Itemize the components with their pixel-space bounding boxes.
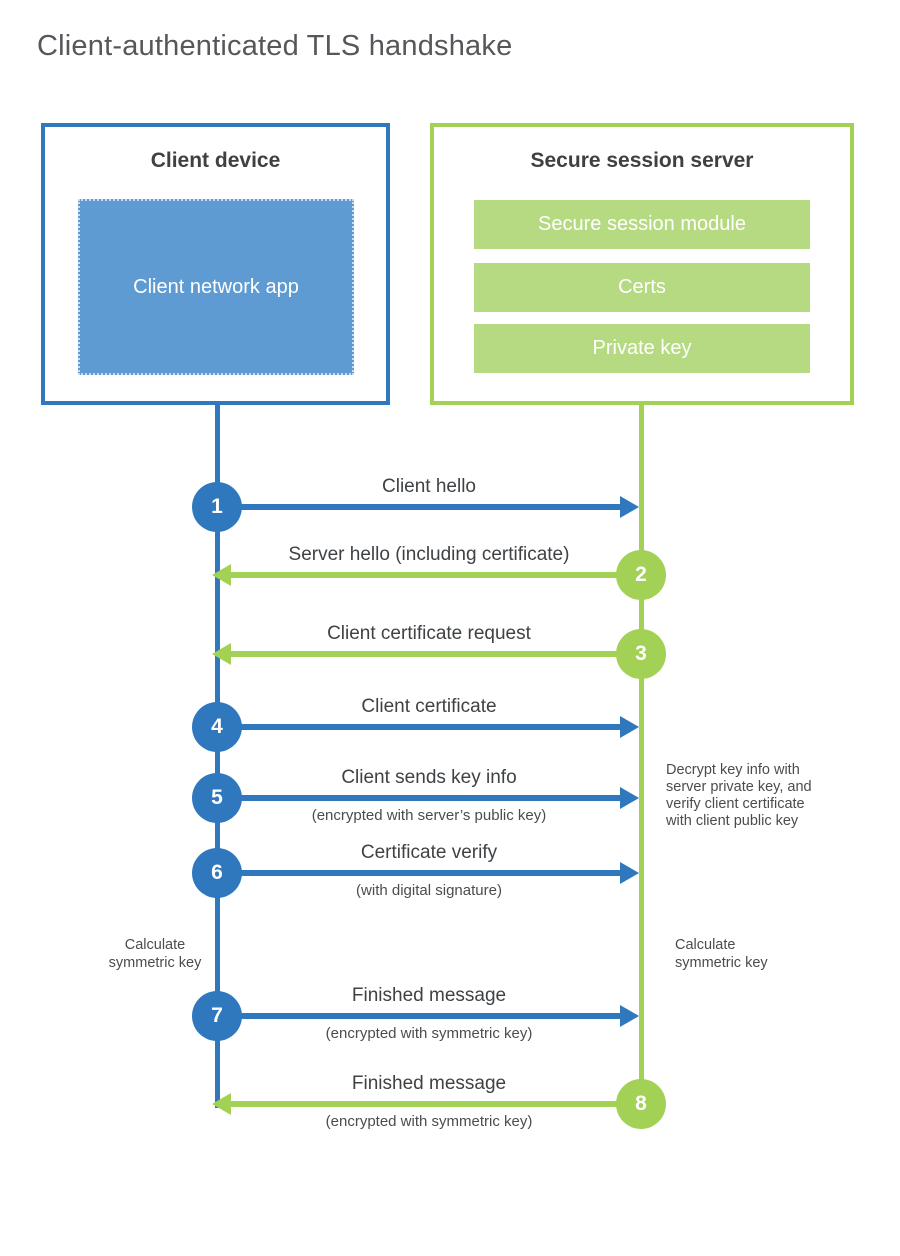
step-8-arrowhead — [212, 1093, 231, 1115]
server-title: Secure session server — [530, 149, 754, 172]
step-8-sublabel: (encrypted with symmetric key) — [325, 1113, 533, 1130]
page-title: Client-authenticated TLS handshake — [37, 30, 513, 62]
step-8-arrow — [230, 1101, 641, 1107]
step-2-label: Server hello (including certificate) — [288, 544, 570, 565]
client-device-title: Client device — [150, 149, 281, 172]
step-4-arrow — [217, 724, 620, 730]
server-lifeline — [639, 405, 644, 1104]
step-3-badge: 3 — [616, 629, 666, 679]
step-6-arrow — [217, 870, 620, 876]
step-7-badge: 7 — [192, 991, 242, 1041]
step-5-arrow — [217, 795, 620, 801]
step-6-arrowhead — [620, 862, 639, 884]
step-6-sublabel: (with digital signature) — [356, 882, 502, 899]
step-7-label: Finished message — [351, 985, 507, 1006]
step-2-arrow — [230, 572, 641, 578]
step-5-sublabel: (encrypted with server’s public key) — [311, 807, 547, 824]
step-1-label: Client hello — [382, 476, 476, 497]
step-3-label: Client certificate request — [327, 623, 531, 644]
step-5-badge: 5 — [192, 773, 242, 823]
step-2-arrowhead — [212, 564, 231, 586]
step-1-badge: 1 — [192, 482, 242, 532]
server-module-private-key: Private key — [474, 324, 810, 373]
decrypt-note: Decrypt key info with server private key… — [666, 762, 812, 829]
step-8-label: Finished message — [351, 1073, 507, 1094]
step-7-sublabel: (encrypted with symmetric key) — [325, 1025, 533, 1042]
step-1-arrowhead — [620, 496, 639, 518]
step-4-badge: 4 — [192, 702, 242, 752]
step-1-arrow — [217, 504, 620, 510]
calc-symmetric-key-server: Calculate symmetric key — [675, 937, 768, 971]
calc-symmetric-key-client: Calculate symmetric key — [108, 937, 202, 971]
step-7-arrow — [217, 1013, 620, 1019]
step-4-label: Client certificate — [361, 696, 497, 717]
client-network-app-box: Client network app — [78, 199, 354, 375]
step-8-badge: 8 — [616, 1079, 666, 1129]
step-7-arrowhead — [620, 1005, 639, 1027]
step-5-arrowhead — [620, 787, 639, 809]
server-module-certs: Certs — [474, 263, 810, 312]
client-network-app-label: Client network app — [133, 275, 299, 298]
step-5-label: Client sends key info — [341, 767, 517, 788]
client-lifeline — [215, 405, 220, 1108]
secure-session-server-box: Secure session server Secure session mod… — [430, 123, 854, 405]
step-2-badge: 2 — [616, 550, 666, 600]
step-4-arrowhead — [620, 716, 639, 738]
step-6-label: Certificate verify — [360, 842, 498, 863]
step-3-arrow — [230, 651, 641, 657]
step-6-badge: 6 — [192, 848, 242, 898]
step-3-arrowhead — [212, 643, 231, 665]
server-module-secure-session: Secure session module — [474, 200, 810, 249]
client-device-box: Client device Client network app — [41, 123, 390, 405]
